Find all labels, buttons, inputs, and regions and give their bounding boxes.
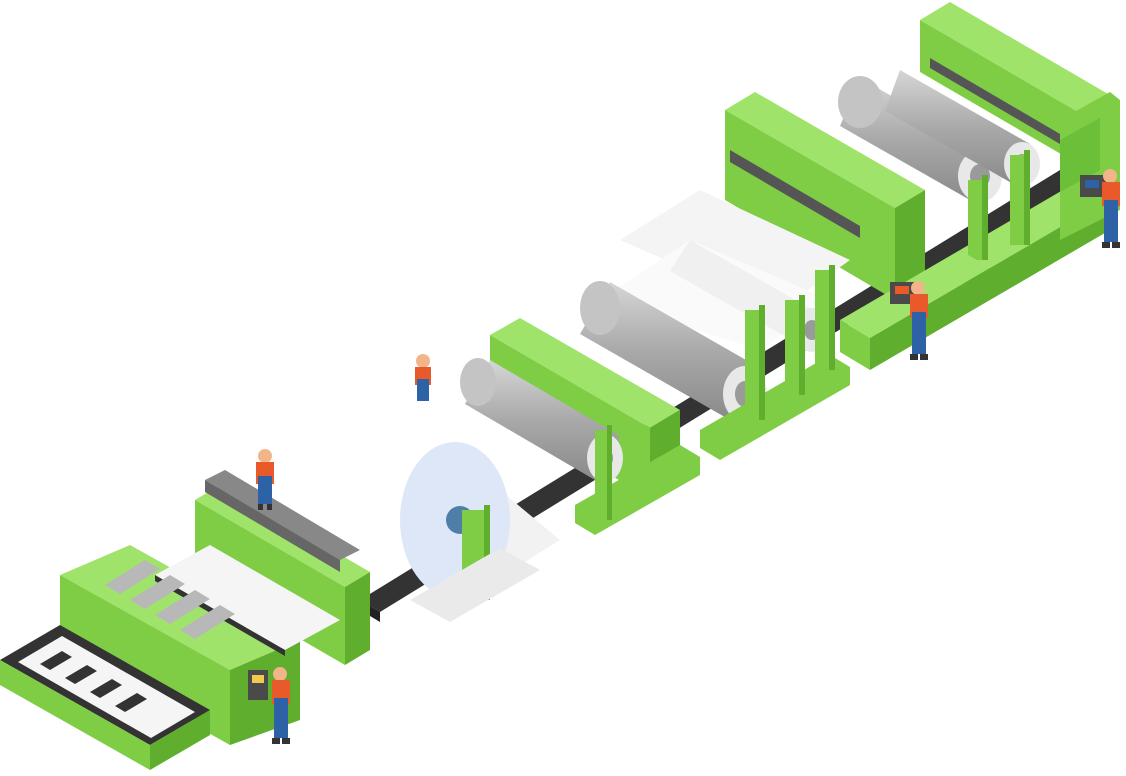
former-section xyxy=(0,470,370,770)
control-panel-icon xyxy=(1080,175,1108,197)
roller-stand xyxy=(575,425,700,535)
control-panel-icon xyxy=(248,670,268,700)
worker-icon xyxy=(272,667,290,744)
roller-stand xyxy=(968,150,1030,260)
worker-icon xyxy=(910,281,928,360)
paper-reel-icon xyxy=(400,442,560,622)
worker-icon xyxy=(256,449,274,510)
roller-stand xyxy=(700,265,850,460)
worker-icon xyxy=(415,354,431,401)
worker-icon xyxy=(1102,169,1120,248)
